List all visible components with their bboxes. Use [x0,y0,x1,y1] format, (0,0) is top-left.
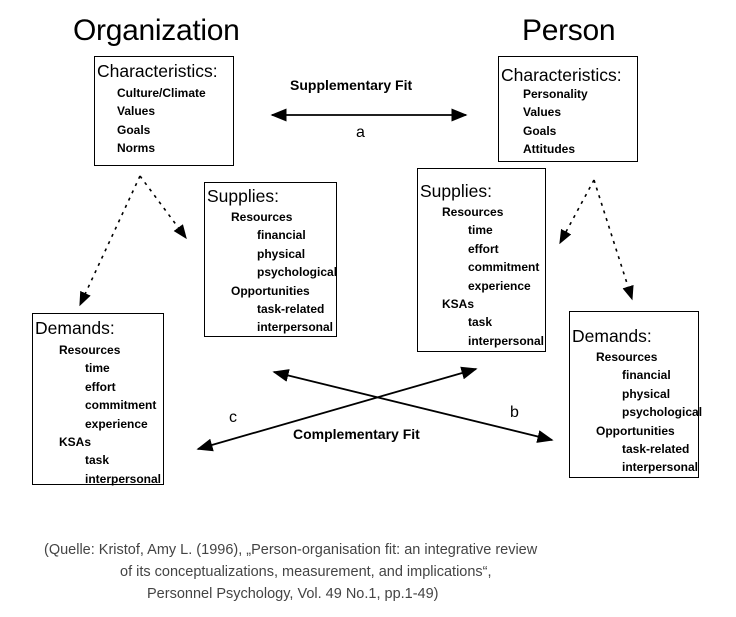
person-demands-title: Demands: [572,326,652,346]
complementary-fit-label: Complementary Fit [293,426,420,442]
list-item: Resources [596,350,658,364]
list-item: Values [117,104,156,119]
person-characteristics-box: Characteristics: Personality Values Goal… [498,56,638,162]
person-supplies-title: Supplies: [420,181,492,201]
list-item: task-related [622,442,690,457]
list-item: experience [85,416,148,431]
list-item: Culture/Climate [117,86,206,100]
organization-demands-box: Demands: Resources time effort commitmen… [32,313,164,488]
list-item: psychological [622,405,703,420]
person-to-supplies-dotted-arrow [559,179,595,245]
person-characteristics-list: Personality Values Goals Attitudes [523,85,637,159]
list-item: Personality [523,87,588,101]
person-characteristics-title: Characteristics: [501,65,622,85]
organization-demands-title: Demands: [35,318,115,338]
person-demands-list: Resources financial physical psychologic… [574,348,703,477]
complementary-fit-arrow-c [196,366,478,452]
list-item: financial [257,228,306,243]
list-item: experience [468,278,531,293]
list-item: physical [622,386,671,401]
org-to-demands-dotted-arrow [79,175,141,307]
person-supplies-box: Supplies: Resources time effort commitme… [417,168,546,352]
list-item: task [468,315,493,330]
list-item: interpersonal [257,320,334,335]
org-to-supplies-dotted-arrow [139,175,187,240]
list-item: interpersonal [85,471,162,486]
list-item: commitment [85,398,157,413]
organization-supplies-title: Supplies: [207,186,279,206]
list-item: KSAs [442,297,475,312]
organization-characteristics-list: Culture/Climate Values Goals Norms [117,84,233,158]
organization-demands-list: Resources time effort commitment experie… [37,341,163,488]
caption-line-1: (Quelle: Kristof, Amy L. (1996), „Person… [44,542,538,558]
list-item: physical [257,246,306,261]
organization-characteristics-title: Characteristics: [97,61,218,81]
list-item: financial [622,368,671,383]
organization-supplies-list: Resources financial physical psychologic… [209,208,338,337]
organization-supplies-box: Supplies: Resources financial physical p… [204,182,337,337]
person-heading: Person [522,14,616,47]
list-item: effort [85,379,116,394]
list-item: interpersonal [468,333,545,348]
list-item: task-related [257,302,325,317]
label-a: a [356,124,365,141]
list-item: effort [468,241,499,256]
label-c: c [229,409,237,426]
person-supplies-list: Resources time effort commitment experie… [420,203,545,350]
list-item: Resources [442,205,504,219]
caption-line-3: Personnel Psychology, Vol. 49 No.1, pp.1… [147,586,439,602]
list-item: time [85,361,110,376]
list-item: psychological [257,265,338,280]
list-item: task [85,453,110,468]
list-item: time [468,223,493,238]
list-item: Attitudes [523,142,575,157]
list-item: Goals [523,123,557,138]
supplementary-fit-label: Supplementary Fit [290,77,413,93]
organization-characteristics-box: Characteristics: Culture/Climate Values … [94,56,234,166]
person-to-demands-dotted-arrow [593,179,634,301]
list-item: KSAs [59,435,92,450]
list-item: Resources [231,210,293,224]
list-item: commitment [468,260,540,275]
list-item: interpersonal [622,460,699,475]
list-item: Values [523,105,562,120]
list-item: Norms [117,141,156,156]
list-item: Opportunities [231,283,310,298]
list-item: Opportunities [596,423,675,438]
list-item: Resources [59,343,121,357]
list-item: Goals [117,122,151,137]
organization-heading: Organization [73,14,240,47]
label-b: b [510,404,519,421]
caption-line-2: of its conceptualizations, measurement, … [120,564,492,580]
person-demands-box: Demands: Resources financial physical ps… [569,311,703,478]
